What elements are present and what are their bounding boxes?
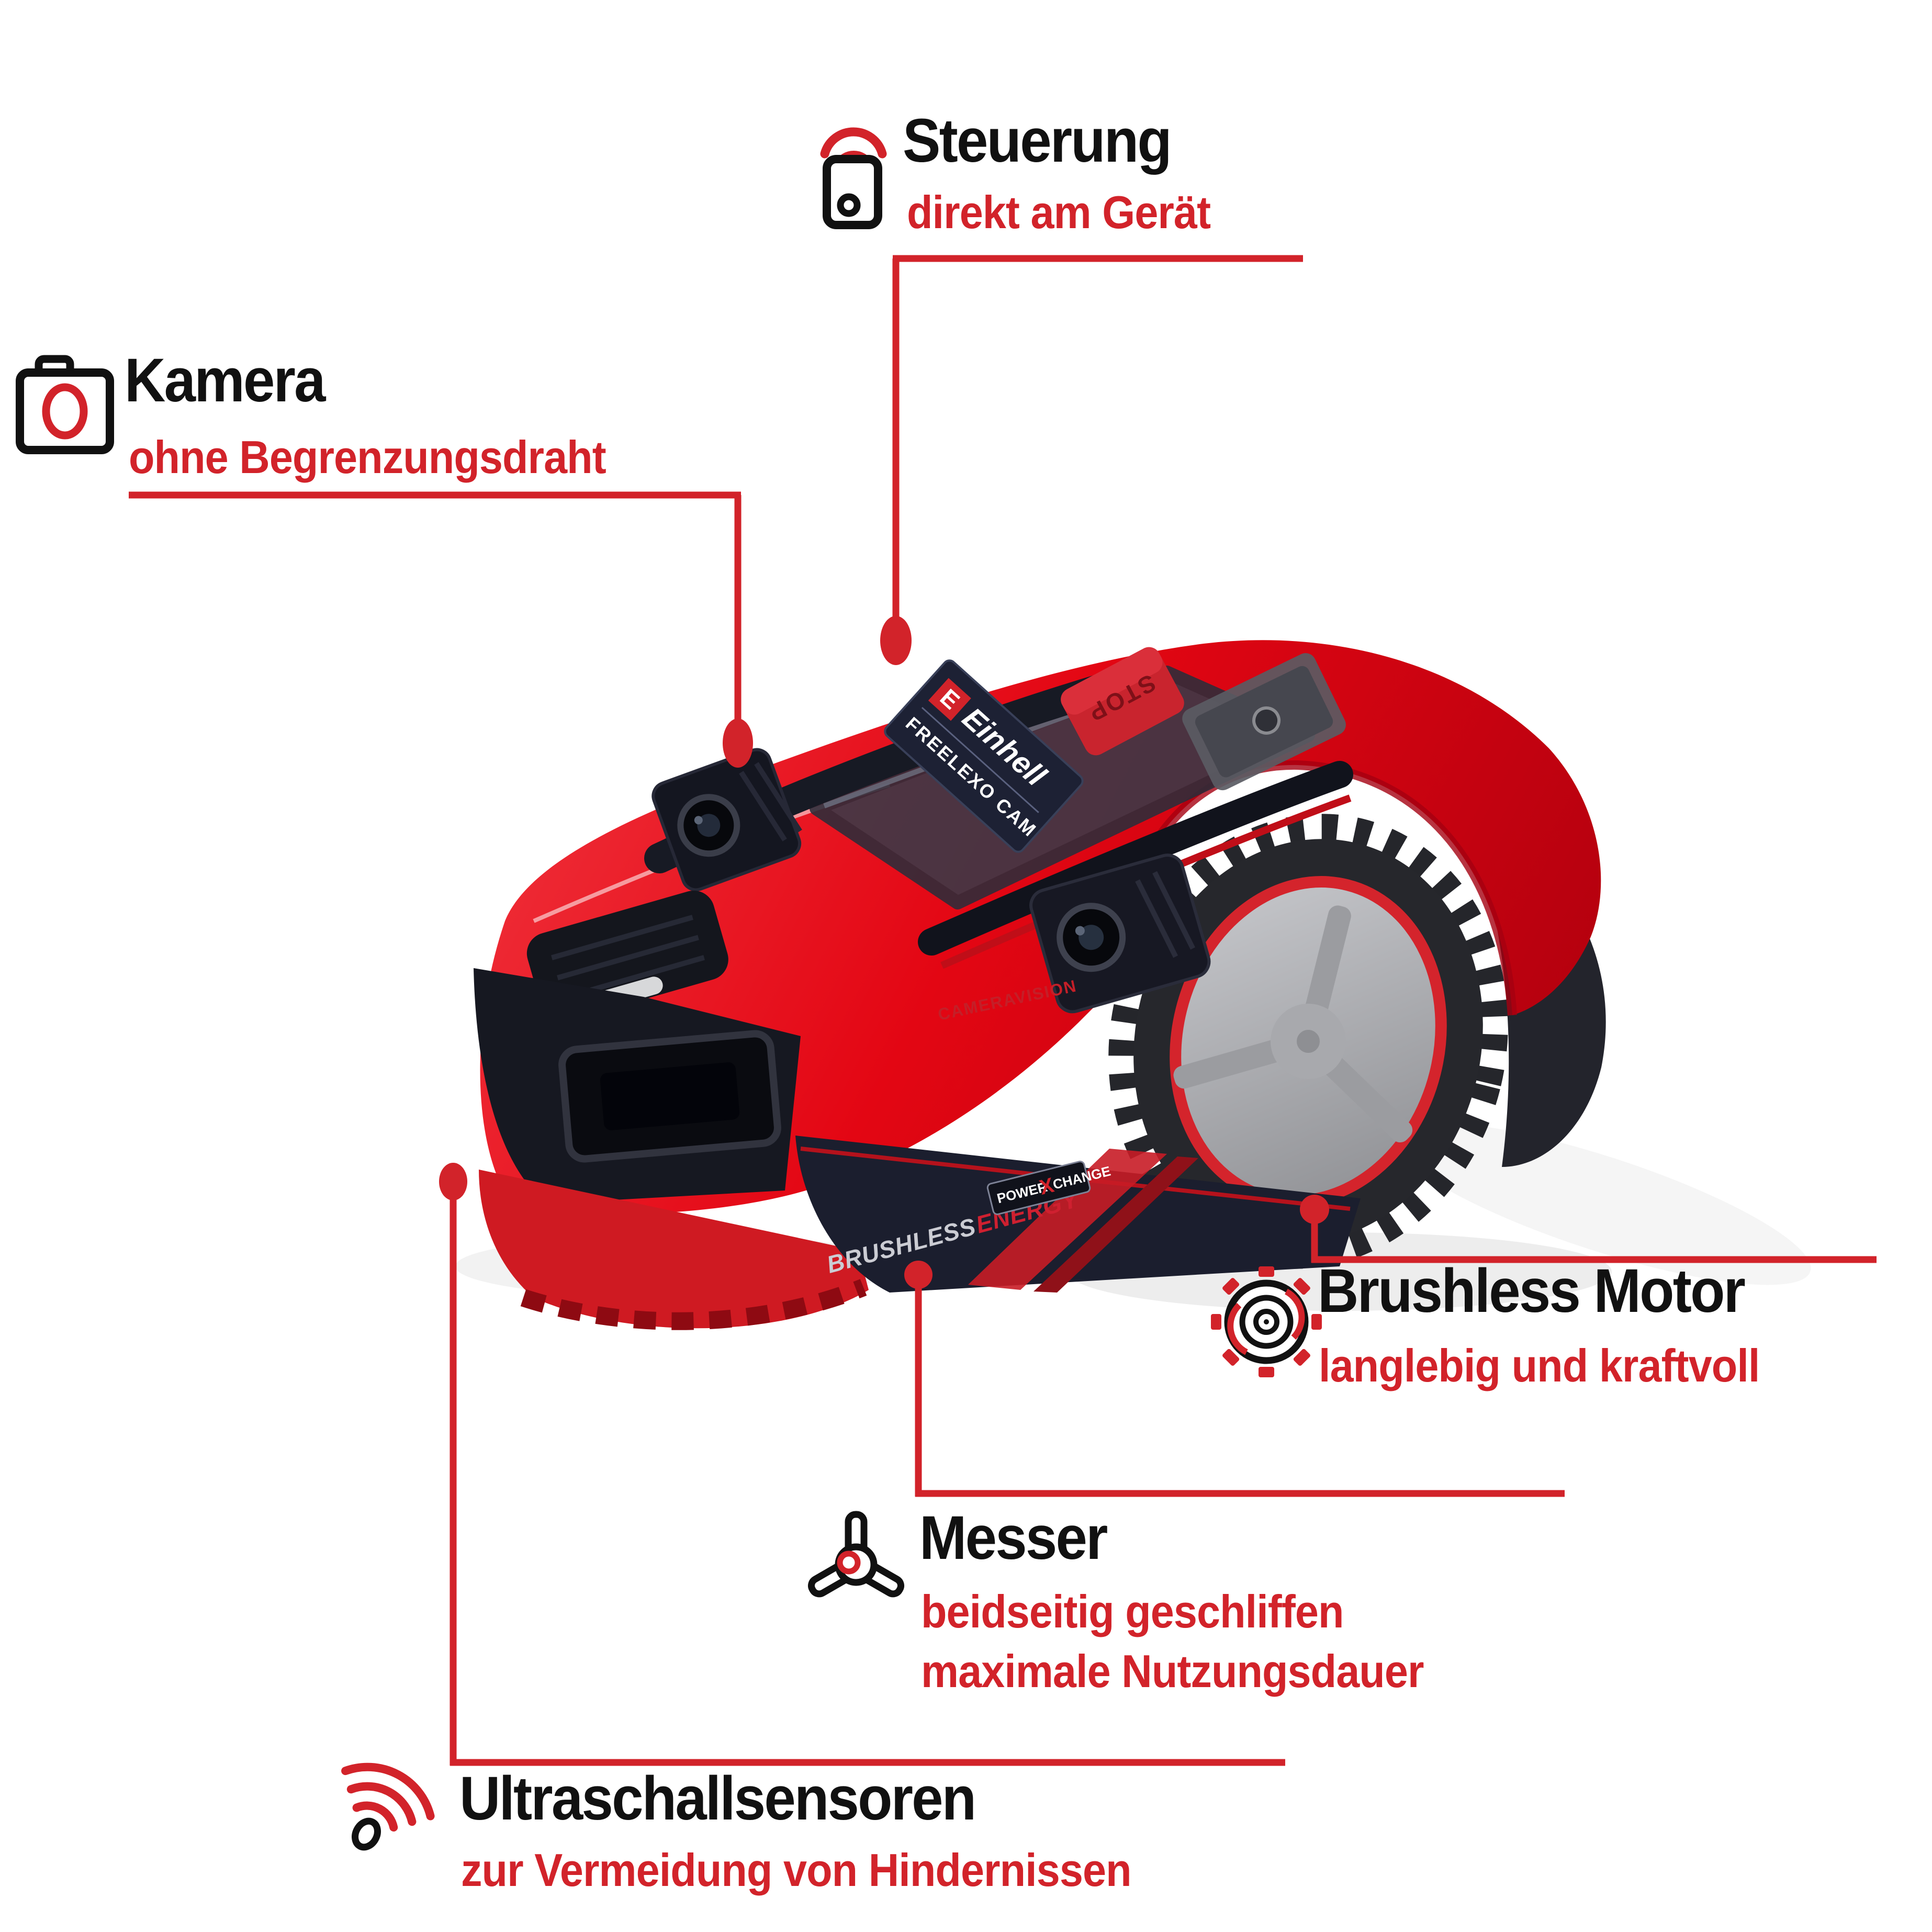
screw-icon [1252, 706, 1281, 735]
underskirt-dark-stripe [1034, 1156, 1198, 1293]
underskirt-red-stripe [968, 1149, 1167, 1290]
latch-module [1182, 653, 1346, 791]
connector-dot-steuerung [880, 616, 912, 665]
stop-button [1061, 647, 1184, 756]
tread-teeth [520, 1279, 867, 1330]
kamera-title: Kamera [125, 346, 326, 415]
ultrasonic-waves-icon [341, 1762, 435, 1851]
connector-messer [904, 1261, 1565, 1497]
connector-kamera [129, 491, 753, 768]
ground-shadow-cast [1391, 1122, 1811, 1285]
messer-title: Messer [919, 1503, 1108, 1572]
blade-icon [807, 1511, 905, 1598]
messer-subtitle-line2: maximale Nutzungsdauer [921, 1645, 1424, 1697]
connector-steuerung [880, 255, 1303, 665]
steuerung-title: Steuerung [903, 106, 1172, 175]
mower-illustration: STOP E Einhell FREELEXO CAM [455, 640, 1811, 1330]
power-x-change-chip: POWER X CHANGE [986, 1161, 1112, 1215]
connector-dot-ultraschall [439, 1163, 467, 1200]
bumper-slot [600, 1062, 740, 1130]
steuerung-subtitle: direkt am Gerät [907, 186, 1211, 238]
messer-subtitle-line1: beidseitig geschliffen [921, 1586, 1344, 1637]
mesh-strip-lower [918, 761, 1353, 956]
brushless-subtitle: langlebig und kraftvoll [1319, 1340, 1760, 1391]
ultraschall-title: Ultraschallsensoren [459, 1764, 976, 1833]
remote-control-icon [820, 127, 887, 229]
connector-dot-kamera [723, 718, 753, 768]
connector-brushless [1300, 1195, 1877, 1263]
camera-pod-right [1029, 853, 1211, 1014]
connector-dot-messer [904, 1261, 933, 1289]
ultraschall-subtitle: zur Vermeidung von Hindernissen [461, 1844, 1132, 1896]
connector-ultraschall [439, 1163, 1285, 1766]
hub-center-cap [1297, 1030, 1320, 1053]
connector-dot-brushless [1300, 1195, 1329, 1224]
brushless-motor-icon [1211, 1266, 1322, 1377]
brand-logo-square [928, 678, 971, 721]
kamera-subtitle: ohne Begrenzungsdraht [129, 431, 606, 483]
camera-pod-left [652, 748, 802, 892]
camera-icon [16, 355, 114, 454]
connectors [129, 255, 1877, 1766]
tread-skirt [479, 1170, 869, 1329]
brushless-title: Brushless Motor [1318, 1256, 1746, 1326]
